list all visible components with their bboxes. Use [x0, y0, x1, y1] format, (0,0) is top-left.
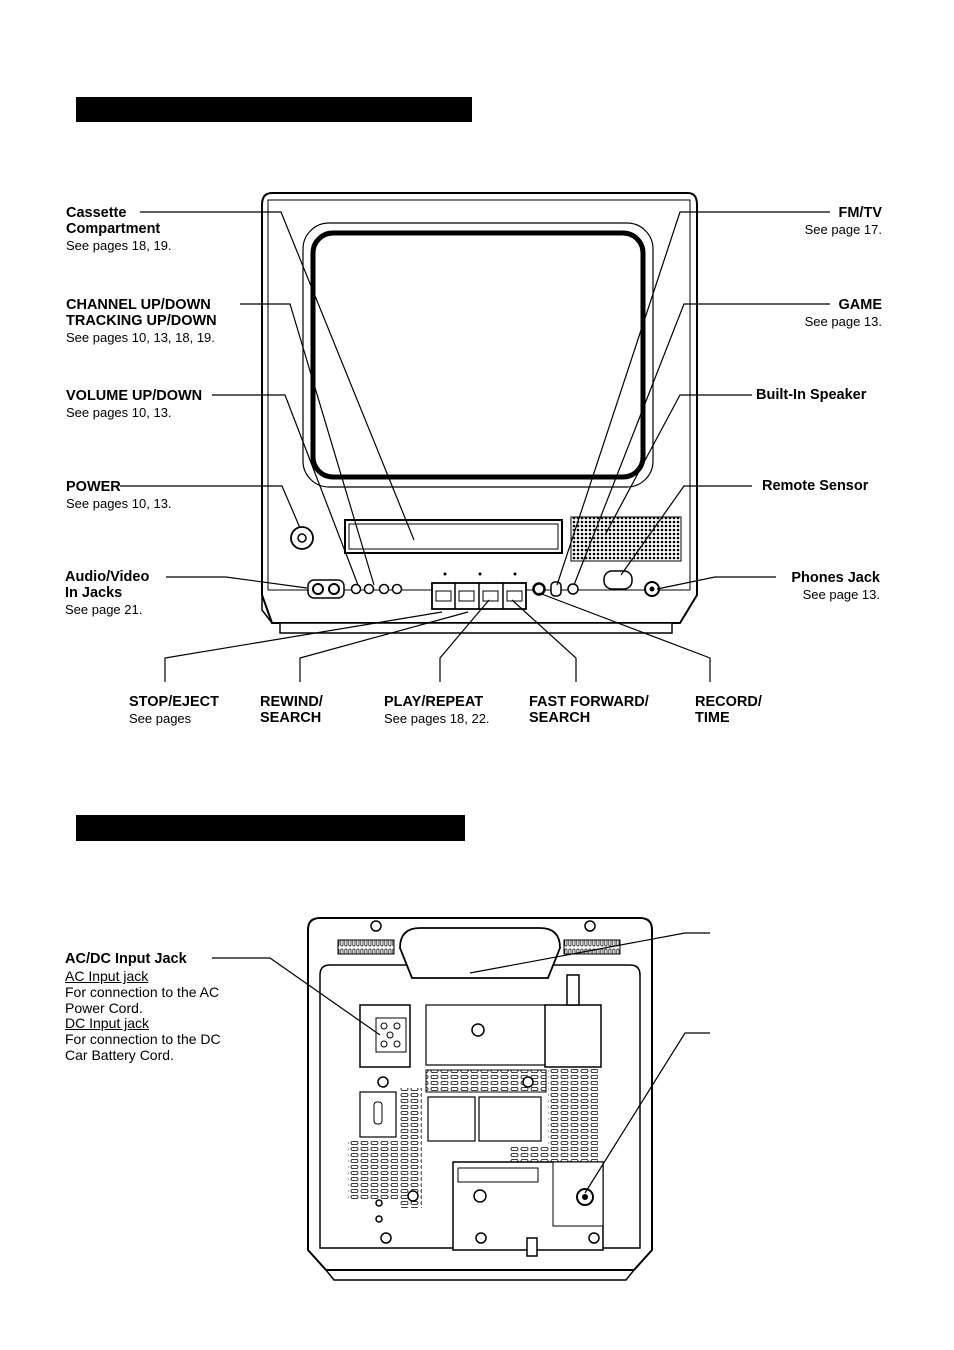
channel-label-ref: See pages 10, 13, 18, 19. [66, 330, 215, 346]
play-label-line1: PLAY/REPEAT [384, 694, 484, 710]
cassette-label-ref: See pages 18, 19. [66, 238, 172, 254]
label-fmtv: FM/TV See page 17. [805, 205, 882, 238]
power-label-ref: See pages 10, 13. [66, 496, 172, 512]
cassette-label-line2: Compartment [66, 221, 161, 238]
rewind-label-line1: REWIND/ [260, 694, 323, 710]
ffwd-label-line2: SEARCH [529, 710, 591, 727]
label-power: POWER See pages 10, 13. [66, 479, 172, 512]
dc-input-heading: DC Input jack [65, 1015, 150, 1032]
phones-label-line1: Phones Jack [791, 570, 880, 586]
sensor-label-line1: Remote Sensor [762, 478, 869, 494]
dc-input-desc-1: For connection to the DC [65, 1030, 221, 1047]
front-section-header-bar [76, 97, 472, 122]
dc-input-desc-2: Car Battery Cord. [65, 1046, 174, 1063]
fmtv-label-line1: FM/TV [838, 205, 883, 221]
fmtv-label-ref: See page 17. [804, 222, 882, 238]
game-label-ref: See page 13. [804, 314, 882, 330]
av-label-line2: In Jacks [65, 585, 123, 602]
tv-screen [310, 230, 646, 480]
ffwd-label-line1: FAST FORWARD/ [529, 694, 649, 710]
label-game: GAME See page 13. [805, 297, 882, 330]
speaker-grill [570, 516, 682, 562]
channel-label-line2: TRACKING UP/DOWN [66, 313, 217, 330]
ac-input-desc-1: For connection to the AC [65, 983, 220, 1000]
record-label-line1: RECORD/ [695, 694, 762, 710]
stop-label-line1: STOP/EJECT [129, 694, 219, 710]
game-label-line1: GAME [838, 297, 883, 313]
label-play-repeat: PLAY/REPEAT See pages 18, 22. [384, 694, 490, 727]
acdc-title: AC/DC Input Jack [65, 951, 187, 967]
stop-label-ref: See pages [129, 711, 192, 727]
power-label-line1: POWER [66, 479, 121, 495]
label-volume: VOLUME UP/DOWN See pages 10, 13. [66, 388, 202, 421]
label-cassette-compartment: Cassette Compartment See pages 18, 19. [66, 205, 172, 254]
record-label-line2: TIME [695, 710, 730, 727]
ac-input-heading: AC Input jack [65, 968, 149, 985]
cassette-label-line1: Cassette [66, 205, 127, 221]
phones-label-ref: See page 13. [802, 587, 880, 603]
speaker-label-line1: Built-In Speaker [756, 387, 867, 403]
volume-label-line1: VOLUME UP/DOWN [66, 388, 203, 404]
label-rewind: REWIND/ SEARCH [260, 694, 323, 726]
label-acdc-input-jack: AC/DC Input Jack AC Input jack For conne… [65, 951, 265, 1063]
play-label-ref: See pages 18, 22. [384, 711, 490, 727]
label-remote-sensor: Remote Sensor [762, 478, 868, 494]
label-phones-jack: Phones Jack See page 13. [791, 570, 880, 603]
label-speaker: Built-In Speaker [756, 387, 866, 403]
rear-section-header-bar [76, 815, 465, 841]
label-av-jacks: Audio/Video In Jacks See page 21. [65, 569, 149, 618]
ac-input-desc-2: Power Cord. [65, 999, 143, 1016]
av-label-line1: Audio/Video [65, 569, 150, 585]
label-stop-eject: STOP/EJECT See pages [129, 694, 219, 727]
rewind-label-line2: SEARCH [260, 710, 322, 727]
cassette-slot [344, 519, 563, 554]
label-fast-forward: FAST FORWARD/ SEARCH [529, 694, 649, 726]
remote-sensor [603, 570, 633, 590]
label-channel-tracking: CHANNEL UP/DOWN TRACKING UP/DOWN See pag… [66, 297, 217, 346]
volume-label-ref: See pages 10, 13. [66, 405, 172, 421]
av-label-ref: See page 21. [65, 602, 143, 618]
label-record-time: RECORD/ TIME [695, 694, 762, 726]
channel-label-line1: CHANNEL UP/DOWN [66, 297, 211, 313]
